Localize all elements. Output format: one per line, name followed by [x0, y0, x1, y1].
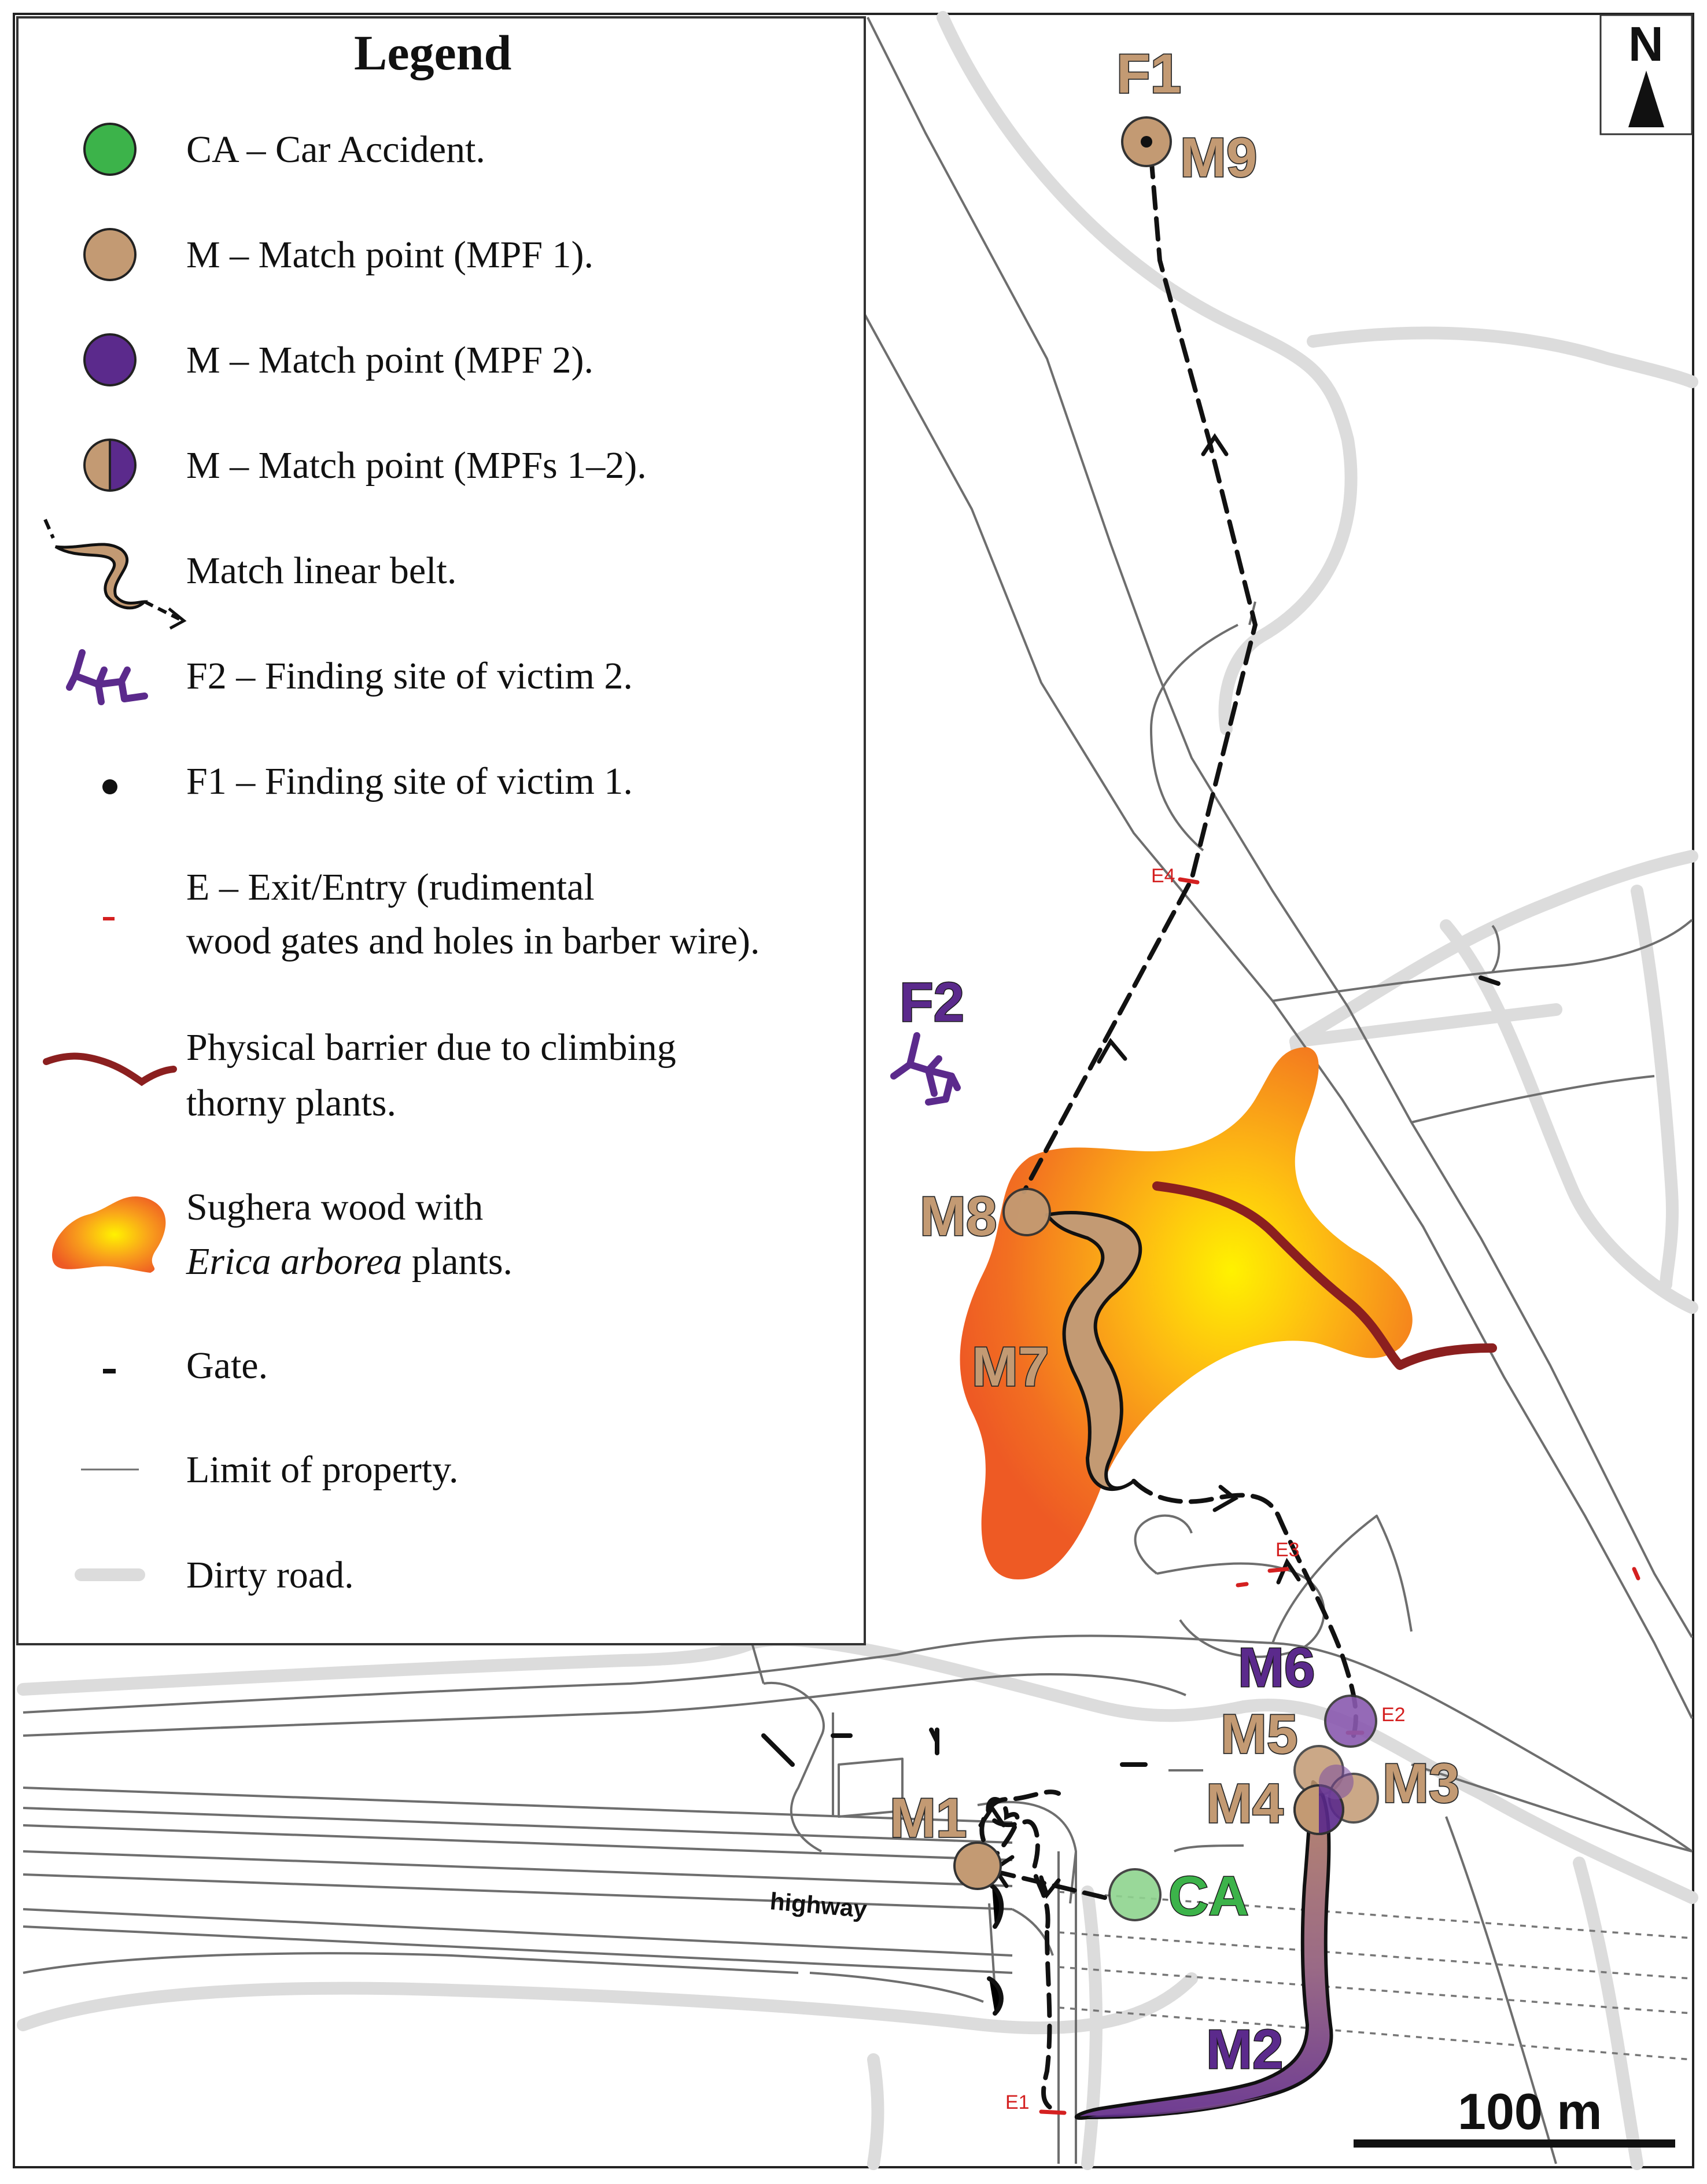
- exit-e2-label: E2: [1381, 1704, 1406, 1726]
- legend-limit-text: Limit of property.: [186, 1449, 458, 1491]
- gate-markers: [761, 975, 1500, 2016]
- legend-panel: Legend CA – Car Accident. M – Match poin…: [16, 16, 866, 1645]
- legend-ca-symbol: [83, 123, 137, 176]
- legend-mpf1-text: M – Match point (MPF 1).: [186, 234, 593, 276]
- legend-title: Legend: [354, 25, 511, 80]
- finding-site-f1-dot: [1141, 136, 1152, 148]
- legend-wood-text-2: Erica arborea plants.: [186, 1240, 513, 1283]
- north-label: N: [1628, 17, 1664, 71]
- legend-exit-text: E – Exit/Entry (rudimental: [186, 866, 595, 908]
- legend-gate-text: Gate.: [186, 1345, 268, 1387]
- m1-label: M1: [890, 1787, 967, 1849]
- match-point-overlap: [1319, 1765, 1354, 1799]
- match-route: [979, 154, 1358, 2114]
- legend-ca-text: CA – Car Accident.: [186, 128, 485, 171]
- legend-dirt-text: Dirty road.: [186, 1554, 354, 1596]
- sughera-wood: [960, 1047, 1413, 1579]
- legend-f1-text: F1 – Finding site of victim 1.: [186, 760, 633, 802]
- legend-barrier-text-2: thorny plants.: [186, 1082, 396, 1124]
- legend-wood-rest: plants.: [402, 1240, 513, 1283]
- legend-barrier-symbol: [43, 1052, 177, 1087]
- match-linear-belt-m2-purple: [1087, 2094, 1273, 2117]
- north-arrow-icon: N: [1599, 14, 1693, 135]
- legend-wood-italic: Erica arborea: [186, 1240, 402, 1283]
- legend-wood-text: Sughera wood with: [186, 1186, 483, 1228]
- match-linear-belt-m2: [1074, 1780, 1333, 2120]
- match-point-m6: [1324, 1695, 1377, 1748]
- scale-bar-icon: 100 m: [1354, 2083, 1675, 2148]
- victim-figure-icon: [890, 1032, 961, 1106]
- highway-lanes: [1058, 1891, 1693, 2061]
- legend-barrier-text: Physical barrier due to climbing: [186, 1026, 676, 1069]
- legend-belt-symbol: [43, 518, 187, 630]
- legend-exit-text-2: wood gates and holes in barber wire).: [186, 920, 760, 962]
- legend-f1-symbol: [102, 779, 117, 794]
- exit-e1-label: E1: [1005, 2091, 1030, 2113]
- m7-label: M7: [972, 1336, 1049, 1398]
- physical-barrier: [1152, 1181, 1497, 1370]
- legend-mpf1-symbol: [83, 228, 137, 281]
- m2-label: M2: [1206, 2019, 1283, 2080]
- ca-label: CA: [1168, 1865, 1249, 1927]
- m4-label: M4: [1206, 1773, 1283, 1835]
- property-limits: [23, 17, 1693, 2164]
- legend-mpf2-symbol: [83, 333, 137, 386]
- f2-label: F2: [899, 971, 964, 1033]
- legend-belt-text: Match linear belt.: [186, 550, 456, 592]
- f1-label: F1: [1116, 43, 1181, 105]
- legend-wood-symbol: [52, 1196, 166, 1273]
- exit-e4-label: E4: [1151, 865, 1175, 887]
- legend-mpf12-text: M – Match point (MPFs 1–2).: [186, 444, 647, 487]
- car-accident-point: [1108, 1868, 1162, 1921]
- scale-label: 100 m: [1458, 2083, 1602, 2140]
- dirty-roads: [17, 11, 1698, 2170]
- m5-label: M5: [1221, 1703, 1297, 1765]
- m6-label: M6: [1238, 1637, 1315, 1699]
- m3-label: M3: [1382, 1752, 1459, 1814]
- m9-label: M9: [1180, 127, 1257, 189]
- exit-e3-label: E3: [1275, 1539, 1300, 1561]
- match-linear-belt-wood: [1045, 1211, 1142, 1491]
- match-point-m1: [953, 1842, 1002, 1890]
- legend-mpf2-text: M – Match point (MPF 2).: [186, 339, 593, 381]
- m8-label: M8: [920, 1185, 997, 1247]
- match-point-m8: [1002, 1188, 1051, 1236]
- legend-mpf12-symbol: [83, 439, 137, 492]
- legend-f2-symbol: [66, 649, 148, 705]
- legend-f2-text: F2 – Finding site of victim 2.: [186, 655, 633, 697]
